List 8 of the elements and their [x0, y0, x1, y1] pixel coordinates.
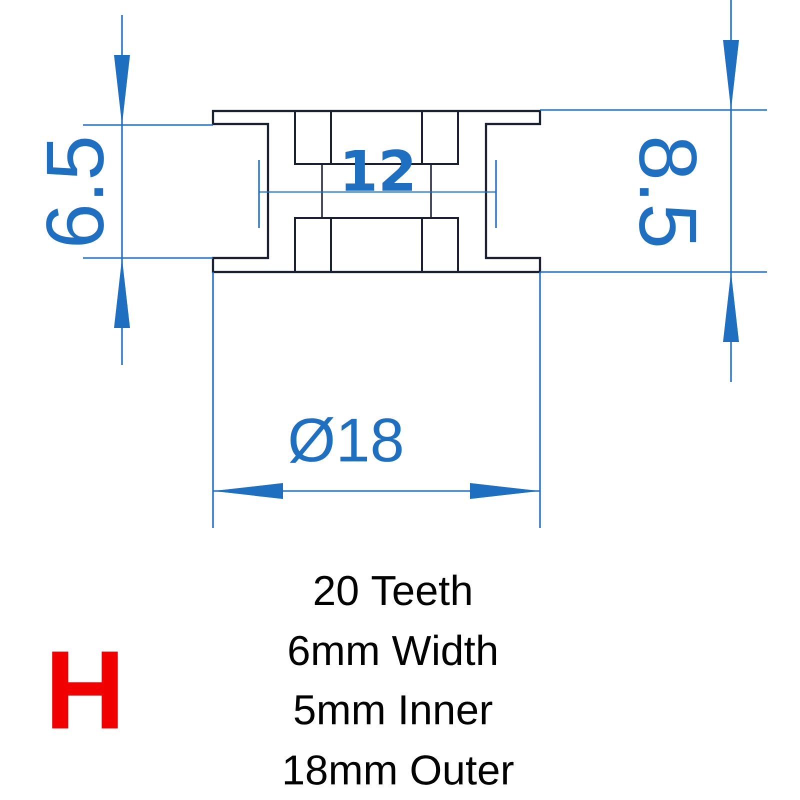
dimension-value: Ø18: [290, 417, 402, 463]
dimension-value: 8.5: [639, 138, 697, 246]
spec-text: 18mm Outer: [284, 755, 514, 785]
spec-text: 6mm Width: [289, 634, 496, 666]
dimension-value: 6.5: [46, 138, 104, 245]
variant-letter: H: [52, 652, 118, 728]
spec-text: 5mm Inner: [294, 695, 492, 725]
spec-text: 20 Teeth: [314, 574, 471, 606]
